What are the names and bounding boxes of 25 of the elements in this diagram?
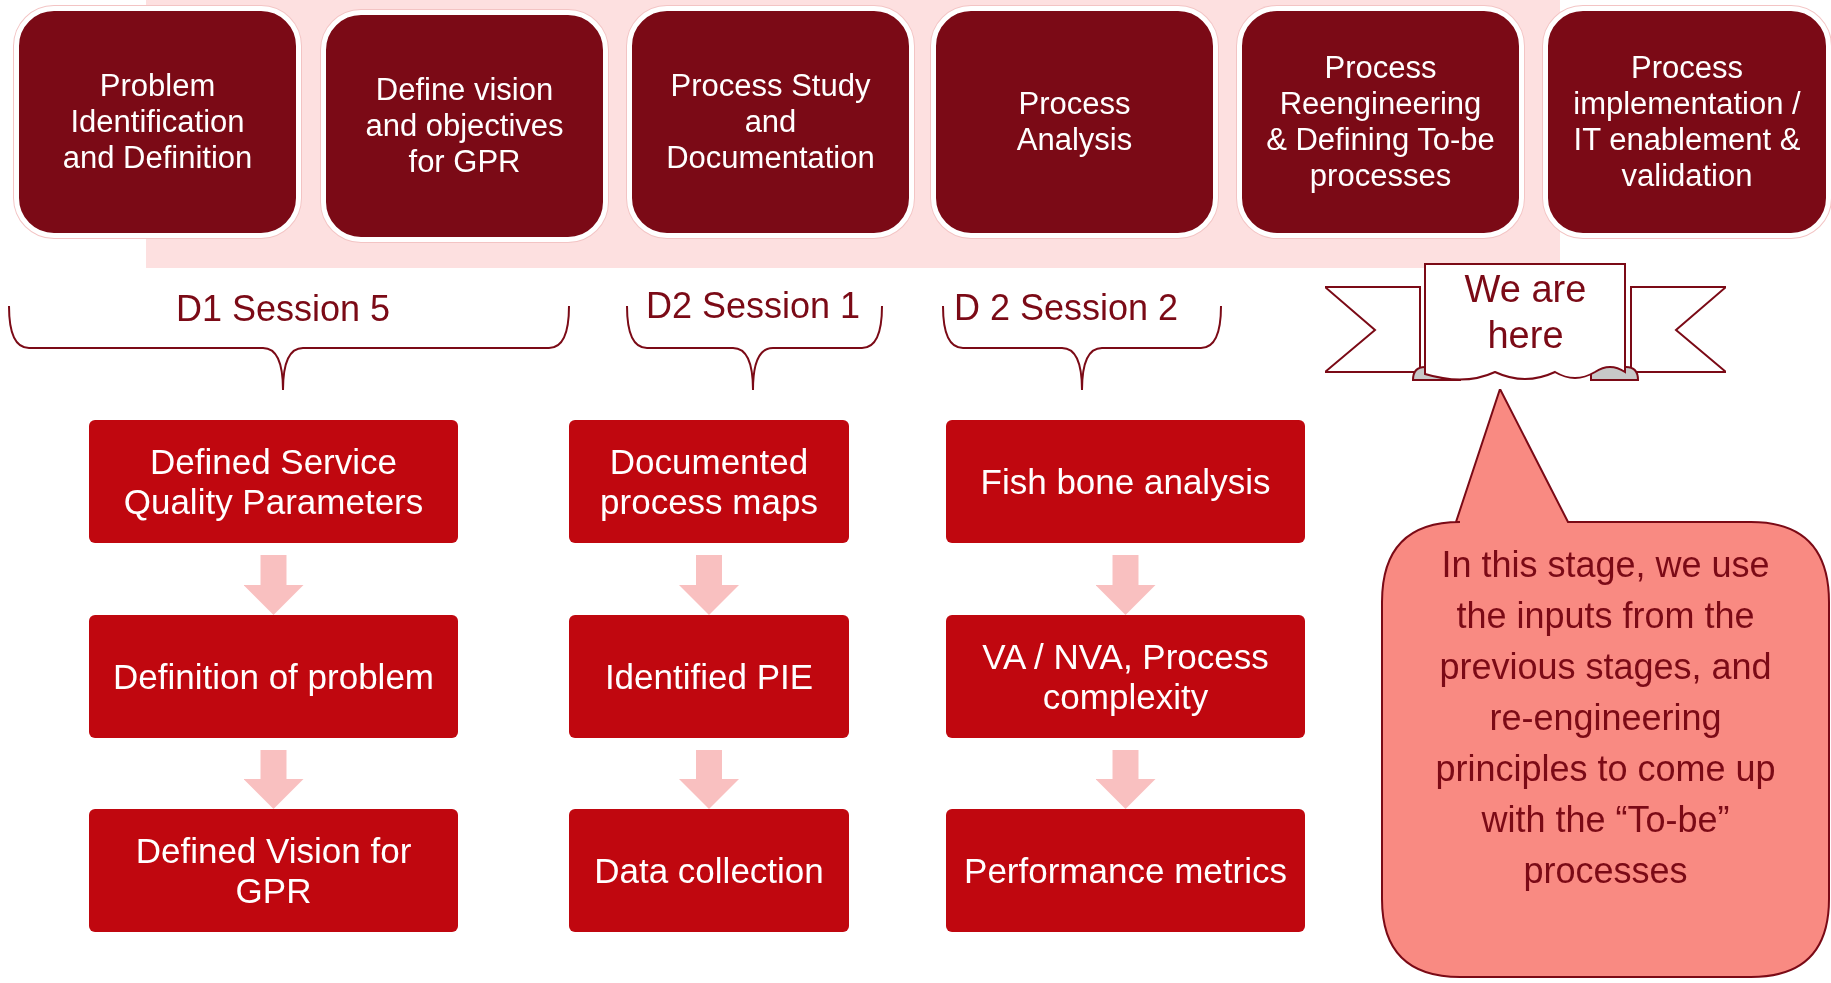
process-box: Definition of problem bbox=[89, 615, 458, 738]
arrow bbox=[1095, 750, 1156, 809]
process-box: Defined Vision for GPR bbox=[89, 809, 458, 932]
process-box: Identified PIE bbox=[569, 615, 849, 738]
process-box: Documented process maps bbox=[569, 420, 849, 543]
stage-box: Define vision and objectives for GPR bbox=[321, 10, 608, 242]
process-box: Defined Service Quality Parameters bbox=[89, 420, 458, 543]
process-box: Performance metrics bbox=[946, 809, 1305, 932]
arrow bbox=[679, 750, 739, 809]
arrow bbox=[1095, 555, 1156, 615]
stage-box: Problem Identification and Definition bbox=[14, 6, 301, 238]
session-label: D1 Session 5 bbox=[175, 288, 391, 330]
arrow bbox=[679, 555, 739, 615]
stage-box: Process implementation / IT enablement & validation bbox=[1543, 6, 1831, 238]
session-label: D2 Session 1 bbox=[645, 285, 861, 327]
arrow bbox=[243, 750, 304, 809]
stage-box: Process Study and Documentation bbox=[627, 6, 914, 238]
process-box: Fish bone analysis bbox=[946, 420, 1305, 543]
stage-box: Process Reengineering & Defining To-be processes bbox=[1237, 6, 1524, 238]
arrow bbox=[243, 555, 304, 615]
speech-bubble: In this stage, we use the inputs from the previous stages, and re-engineering principles to come up with the “To-be” processes bbox=[1380, 389, 1831, 979]
session-label: D 2 Session 2 bbox=[953, 287, 1179, 329]
process-box: Data collection bbox=[569, 809, 849, 932]
process-box: VA / NVA, Process complexity bbox=[946, 615, 1305, 738]
stage-box: Process Analysis bbox=[931, 6, 1218, 238]
